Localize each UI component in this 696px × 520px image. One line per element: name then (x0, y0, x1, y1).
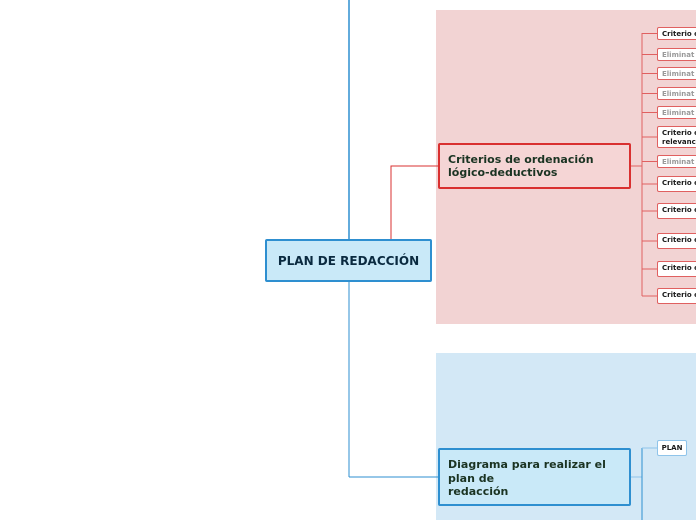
subtopic-label: Criterio c (662, 264, 696, 272)
subtopic-node[interactable]: Criterio c (657, 176, 696, 192)
topic-criterios[interactable]: Criterios de ordenación lógico-deductivo… (438, 143, 631, 189)
subtopic-label: Eliminat (662, 51, 695, 59)
topic-criterios-line1: Criterios de ordenación (448, 153, 594, 166)
subtopic-node[interactable]: Criterio c (657, 27, 696, 40)
subtopic-node[interactable]: Criterio c (657, 203, 696, 219)
subtopic-label: Eliminat (662, 158, 695, 166)
subtopic-label: Eliminat (662, 109, 695, 117)
subtopic-node[interactable]: Eliminat (657, 87, 696, 100)
red-connector-line (390, 165, 438, 239)
subtopic-label: Criterio c (662, 179, 696, 187)
topic-diagrama-line3: redacción (448, 485, 509, 498)
subtopic-label: Criterio c (662, 129, 696, 137)
topic-criterios-line2: lógico-deductivos (448, 166, 558, 179)
subtopic-label: Eliminat (662, 90, 695, 98)
subtopic-node[interactable]: Criterio c (657, 233, 696, 249)
subtopic-label: Criterio c (662, 30, 696, 38)
subtopic-label: Criterio c (662, 206, 696, 214)
subtopic-label: Criterio c (662, 291, 696, 299)
subtopic-label: Criterio c (662, 236, 696, 244)
central-topic[interactable]: PLAN DE REDACCIÓN (265, 239, 432, 282)
subtopic-node[interactable]: Criterio c (657, 261, 696, 277)
subtopic-plan-label: PLAN (661, 444, 683, 452)
subtopic-label-line2: relevanc (662, 138, 696, 146)
subtopic-label: Eliminat (662, 70, 695, 78)
central-topic-label: PLAN DE REDACCIÓN (277, 253, 420, 268)
topic-diagrama-line1: Diagrama para realizar el (448, 458, 606, 471)
subtopic-node[interactable]: Eliminat (657, 106, 696, 119)
subtopic-plan[interactable]: PLAN (657, 440, 687, 456)
subtopic-node[interactable]: Criterio c (657, 288, 696, 304)
subtopic-node[interactable]: Eliminat (657, 67, 696, 80)
subtopic-node[interactable]: Eliminat (657, 155, 696, 168)
subtopic-node[interactable]: Eliminat (657, 48, 696, 61)
topic-diagrama-line2: plan de (448, 471, 495, 485)
topic-diagrama[interactable]: Diagrama para realizar el plan de redacc… (438, 448, 631, 506)
red-bracket-ticks (642, 33, 657, 297)
